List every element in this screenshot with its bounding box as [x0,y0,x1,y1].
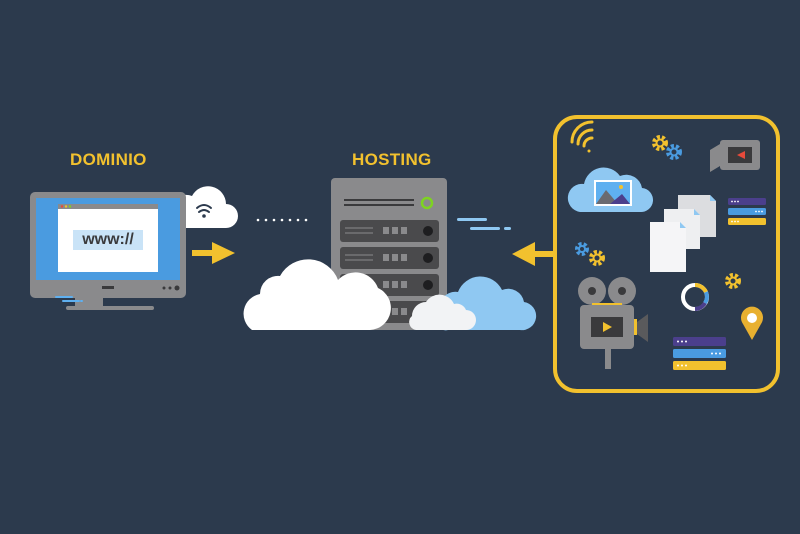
documents-icon [650,195,716,272]
film-camera-icon [578,277,648,369]
cloud-large-icon [243,259,391,330]
video-camera-icon [710,140,760,172]
speed-lines [457,218,511,230]
donut-chart-icon [681,282,709,311]
location-pin-icon [741,306,763,340]
wifi-icon [570,120,594,153]
wifi-cloud-icon [168,186,238,228]
hosting-label: HOSTING [352,150,432,169]
gear-icon [725,273,741,289]
image-cloud-icon [567,167,654,213]
connection-dots [256,218,308,222]
arrow-right-icon [192,242,235,264]
storage-bars-icon [673,337,726,370]
storage-bars-icon [728,198,766,225]
url-text: www:// [82,231,134,248]
cloud-small-icon [409,294,476,330]
domain-label: DOMINIO [70,150,147,169]
services-frame [553,115,780,393]
gears-icon [652,135,682,160]
browser-window-icon [58,204,158,272]
arrow-left-icon [512,242,555,266]
gears-icon [575,242,605,266]
